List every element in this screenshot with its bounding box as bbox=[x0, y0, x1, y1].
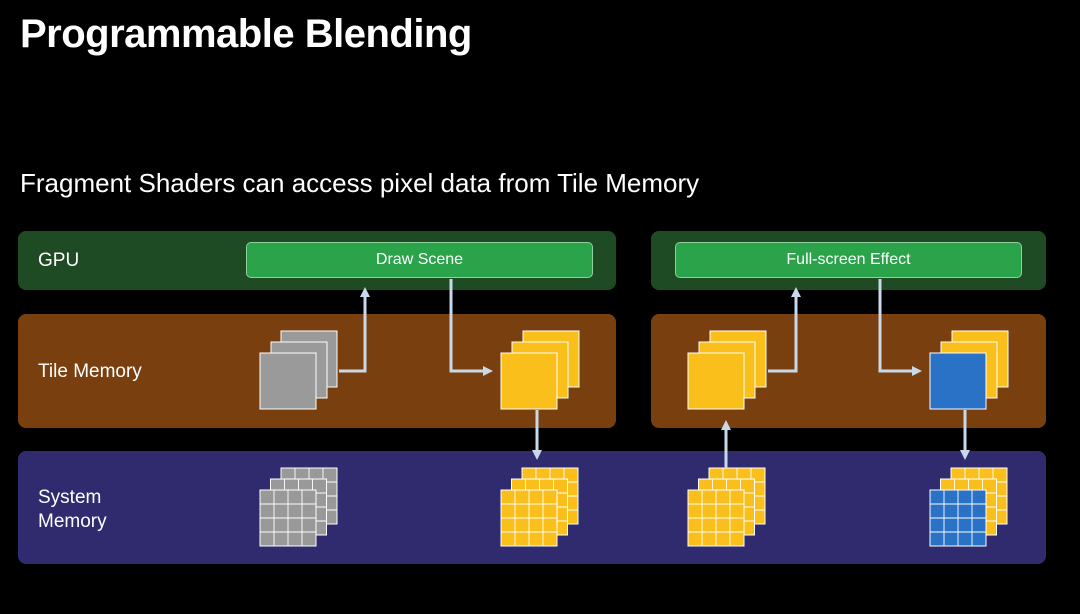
slide-title: Programmable Blending bbox=[20, 12, 472, 56]
arrow-icon-tile-to-effect bbox=[768, 287, 801, 373]
arrow-icon-draw-to-tile bbox=[449, 279, 493, 376]
system-memory-label-line1: System bbox=[38, 487, 102, 508]
square-stack-icon-yellow-2 bbox=[687, 330, 767, 410]
grid-stack-icon-gray bbox=[259, 467, 338, 547]
draw-scene-pass: Draw Scene bbox=[246, 242, 593, 278]
grid-stack-icon-blue bbox=[929, 467, 1008, 547]
tile-memory-label: Tile Memory bbox=[38, 361, 142, 382]
full-screen-effect-pass: Full-screen Effect bbox=[675, 242, 1022, 278]
arrow-icon-tile-to-draw bbox=[339, 287, 370, 373]
grid-stack-icon-yellow-1 bbox=[500, 467, 579, 547]
arrow-icon-effect-to-tile bbox=[878, 279, 922, 376]
square-stack-icon-yellow-1 bbox=[500, 330, 580, 410]
system-memory-label-line2: Memory bbox=[38, 511, 107, 532]
slide-subtitle: Fragment Shaders can access pixel data f… bbox=[20, 168, 700, 198]
gpu-label: GPU bbox=[38, 250, 80, 271]
square-stack-icon-blue bbox=[929, 330, 1009, 410]
grid-stack-icon-yellow-2 bbox=[687, 467, 766, 547]
square-stack-icon-gray bbox=[259, 330, 338, 410]
